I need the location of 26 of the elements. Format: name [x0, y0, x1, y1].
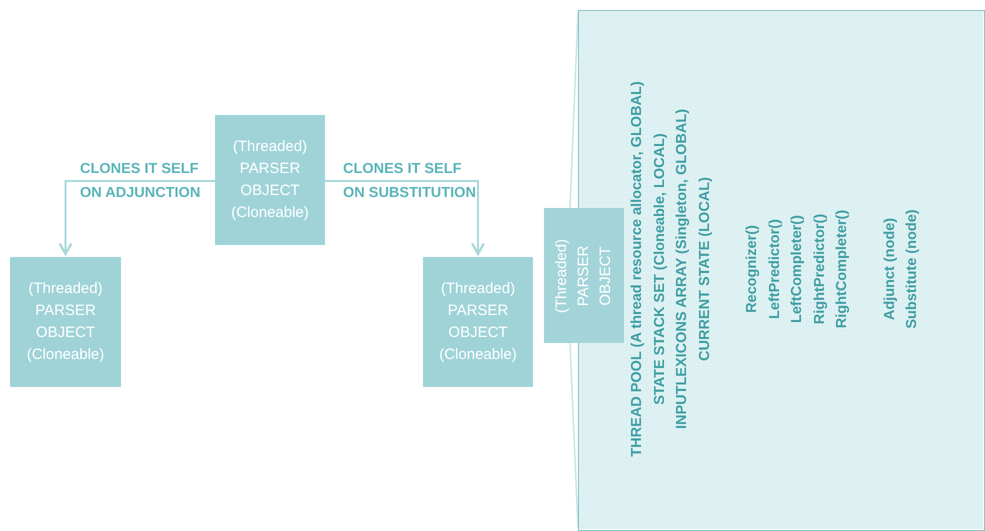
detail-panel — [578, 10, 985, 531]
member-text: LeftPredictor() — [766, 218, 784, 321]
connector-line — [569, 12, 579, 208]
connector-line — [569, 342, 579, 528]
member-text: Recognizer() — [743, 224, 761, 315]
arrow — [325, 180, 485, 256]
member-text: INPUTLEXICONS ARRAY (Singleton, GLOBAL) — [673, 108, 691, 432]
box-text: (Threaded) PARSER OBJECT (Cloneable) — [230, 137, 310, 223]
member-text: THREAD POOL (A thread resource allocator, GLOBAL) — [628, 80, 646, 459]
member-text: Adjunct (node) — [880, 216, 898, 322]
edge-label: CLONES IT SELF ON ADJUNCTION — [80, 160, 202, 203]
object-box — [544, 208, 624, 343]
box-text: (Threaded) PARSER OBJECT — [552, 237, 615, 315]
box-text: (Threaded) PARSER OBJECT (Cloneable) — [438, 279, 518, 365]
member-text: STATE STACK SET (Cloneable, LOCAL) — [650, 132, 668, 407]
object-box — [423, 257, 533, 387]
arrow — [58, 180, 215, 256]
box-text: (Threaded) PARSER OBJECT (Cloneable) — [26, 279, 106, 365]
member-text: Substitute (node) — [903, 208, 921, 331]
object-box — [10, 257, 121, 387]
object-box — [215, 115, 325, 245]
member-text: CURRENT STATE (LOCAL) — [696, 176, 714, 363]
edge-label: CLONES IT SELF ON SUBSTITUTION — [343, 160, 477, 203]
member-text: RightCompleter() — [833, 208, 851, 330]
member-text: RightPredictor() — [810, 212, 828, 326]
member-text: LeftCompleter() — [788, 214, 806, 325]
